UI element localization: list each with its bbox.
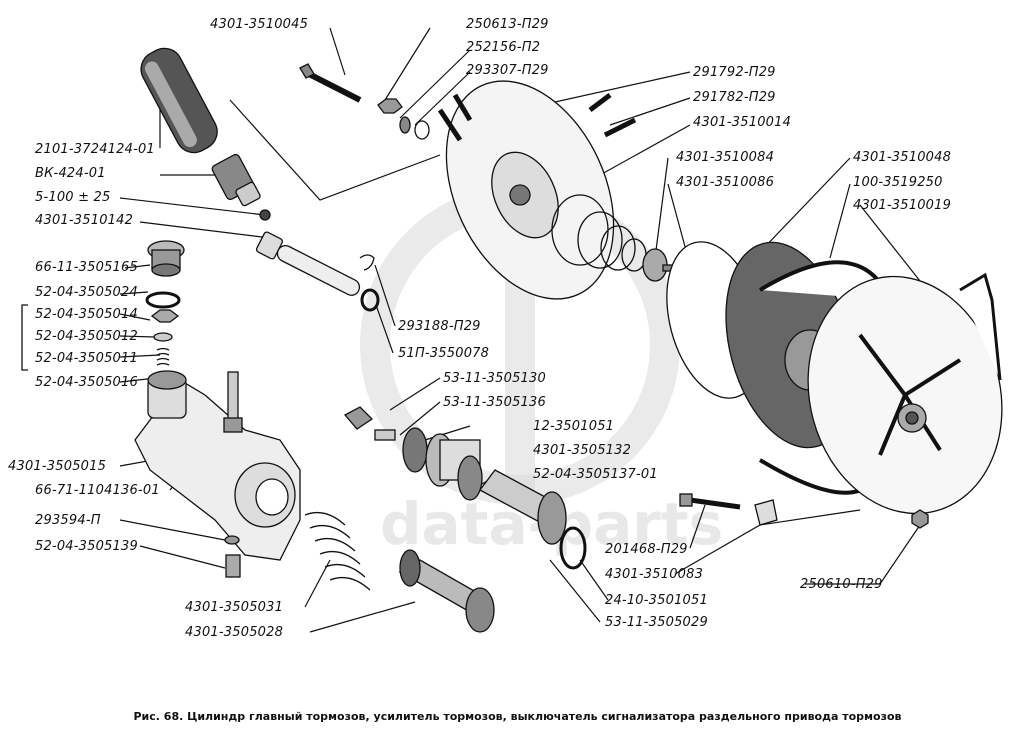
part-label: 250610-П29 — [800, 577, 883, 592]
part-label: 52-04-3505024 — [35, 285, 138, 300]
part-label: 12-3501051 — [533, 419, 615, 434]
part-label: 5-100 ± 25 — [35, 190, 111, 205]
part-label: 51П-3550078 — [398, 346, 490, 361]
circlip — [359, 254, 375, 271]
part-label: 52-04-3505139 — [35, 539, 138, 554]
plug — [147, 240, 185, 277]
piston-rod — [255, 231, 361, 296]
part-label: 4301-3510086 — [676, 175, 775, 190]
booster-front-housing — [437, 80, 637, 300]
seal-ring — [360, 288, 380, 312]
bolt-stop — [343, 406, 374, 430]
clamp-bolt — [679, 493, 741, 510]
part-label: 291792-П29 — [693, 65, 776, 80]
part-label: 4301-3505028 — [185, 625, 284, 640]
part-label: 250613-П29 — [466, 17, 549, 32]
figure-caption: Рис. 68. Цилиндр главный тормозов, усили… — [133, 710, 902, 723]
part-label: 52-04-3505012 — [35, 329, 138, 344]
part-label: 4301-3510019 — [853, 198, 952, 213]
part-label: 53-11-3505130 — [443, 371, 546, 386]
part-label: 100-3519250 — [853, 175, 943, 190]
booster-rear-housing — [807, 272, 1003, 515]
leader-line — [384, 27, 431, 101]
part-label: 53-11-3505136 — [443, 395, 546, 410]
part-label: 4301-3510014 — [693, 115, 792, 130]
part-label: 4301-3510048 — [853, 150, 952, 165]
part-label: 53-11-3505029 — [605, 615, 708, 630]
part-label: 4301-3510142 — [35, 213, 134, 228]
protective-cap — [140, 47, 218, 154]
o-ring — [559, 526, 587, 570]
part-label: 4301-3510045 — [210, 17, 309, 32]
part-label: 24-10-3501051 — [605, 593, 708, 608]
part-label: 4301-3510084 — [676, 150, 775, 165]
bleeder-valve — [223, 371, 243, 433]
flat-washer — [414, 120, 430, 140]
part-label: 293594-П — [35, 513, 101, 528]
piston — [479, 469, 567, 545]
part-label: 66-11-3505165 — [35, 260, 138, 275]
stud-nut — [377, 98, 403, 114]
part-label: ВК-424-01 — [35, 166, 106, 181]
part-label: 293188-П29 — [398, 319, 481, 334]
spring-small — [156, 347, 170, 366]
part-label: 4301-3505132 — [533, 443, 632, 458]
piston-seals — [402, 427, 483, 501]
lock-washer — [399, 116, 411, 134]
clamp-nut — [911, 509, 929, 529]
nut — [150, 309, 180, 323]
ball — [259, 209, 271, 221]
bolt — [225, 554, 241, 578]
sealing-ring — [145, 291, 181, 309]
part-label: 52-04-3505011 — [35, 351, 138, 366]
part-label: 293307-П29 — [466, 63, 549, 78]
valve — [153, 332, 173, 342]
part-label: 66-71-1104136-01 — [35, 483, 160, 498]
part-label: 252156-П2 — [466, 40, 541, 55]
part-label: 52-04-3505016 — [35, 375, 138, 390]
warning-switch — [211, 153, 261, 207]
part-label: 291782-П29 — [693, 90, 776, 105]
stud — [299, 63, 362, 103]
part-label: 52-04-3505137-01 — [533, 467, 658, 482]
part-label: 201468-П29 — [605, 542, 688, 557]
master-cylinder-body — [134, 370, 301, 561]
return-spring — [304, 511, 371, 591]
part-label: 4301-3505031 — [185, 600, 284, 615]
part-label: 52-04-3505014 — [35, 307, 138, 322]
sleeve — [398, 549, 495, 633]
part-label: 4301-3505015 — [8, 459, 107, 474]
washer — [224, 535, 240, 545]
part-label: 4301-3510083 — [605, 567, 704, 582]
part-label: 2101-3724124-01 — [35, 142, 155, 157]
leader-line — [329, 27, 346, 76]
